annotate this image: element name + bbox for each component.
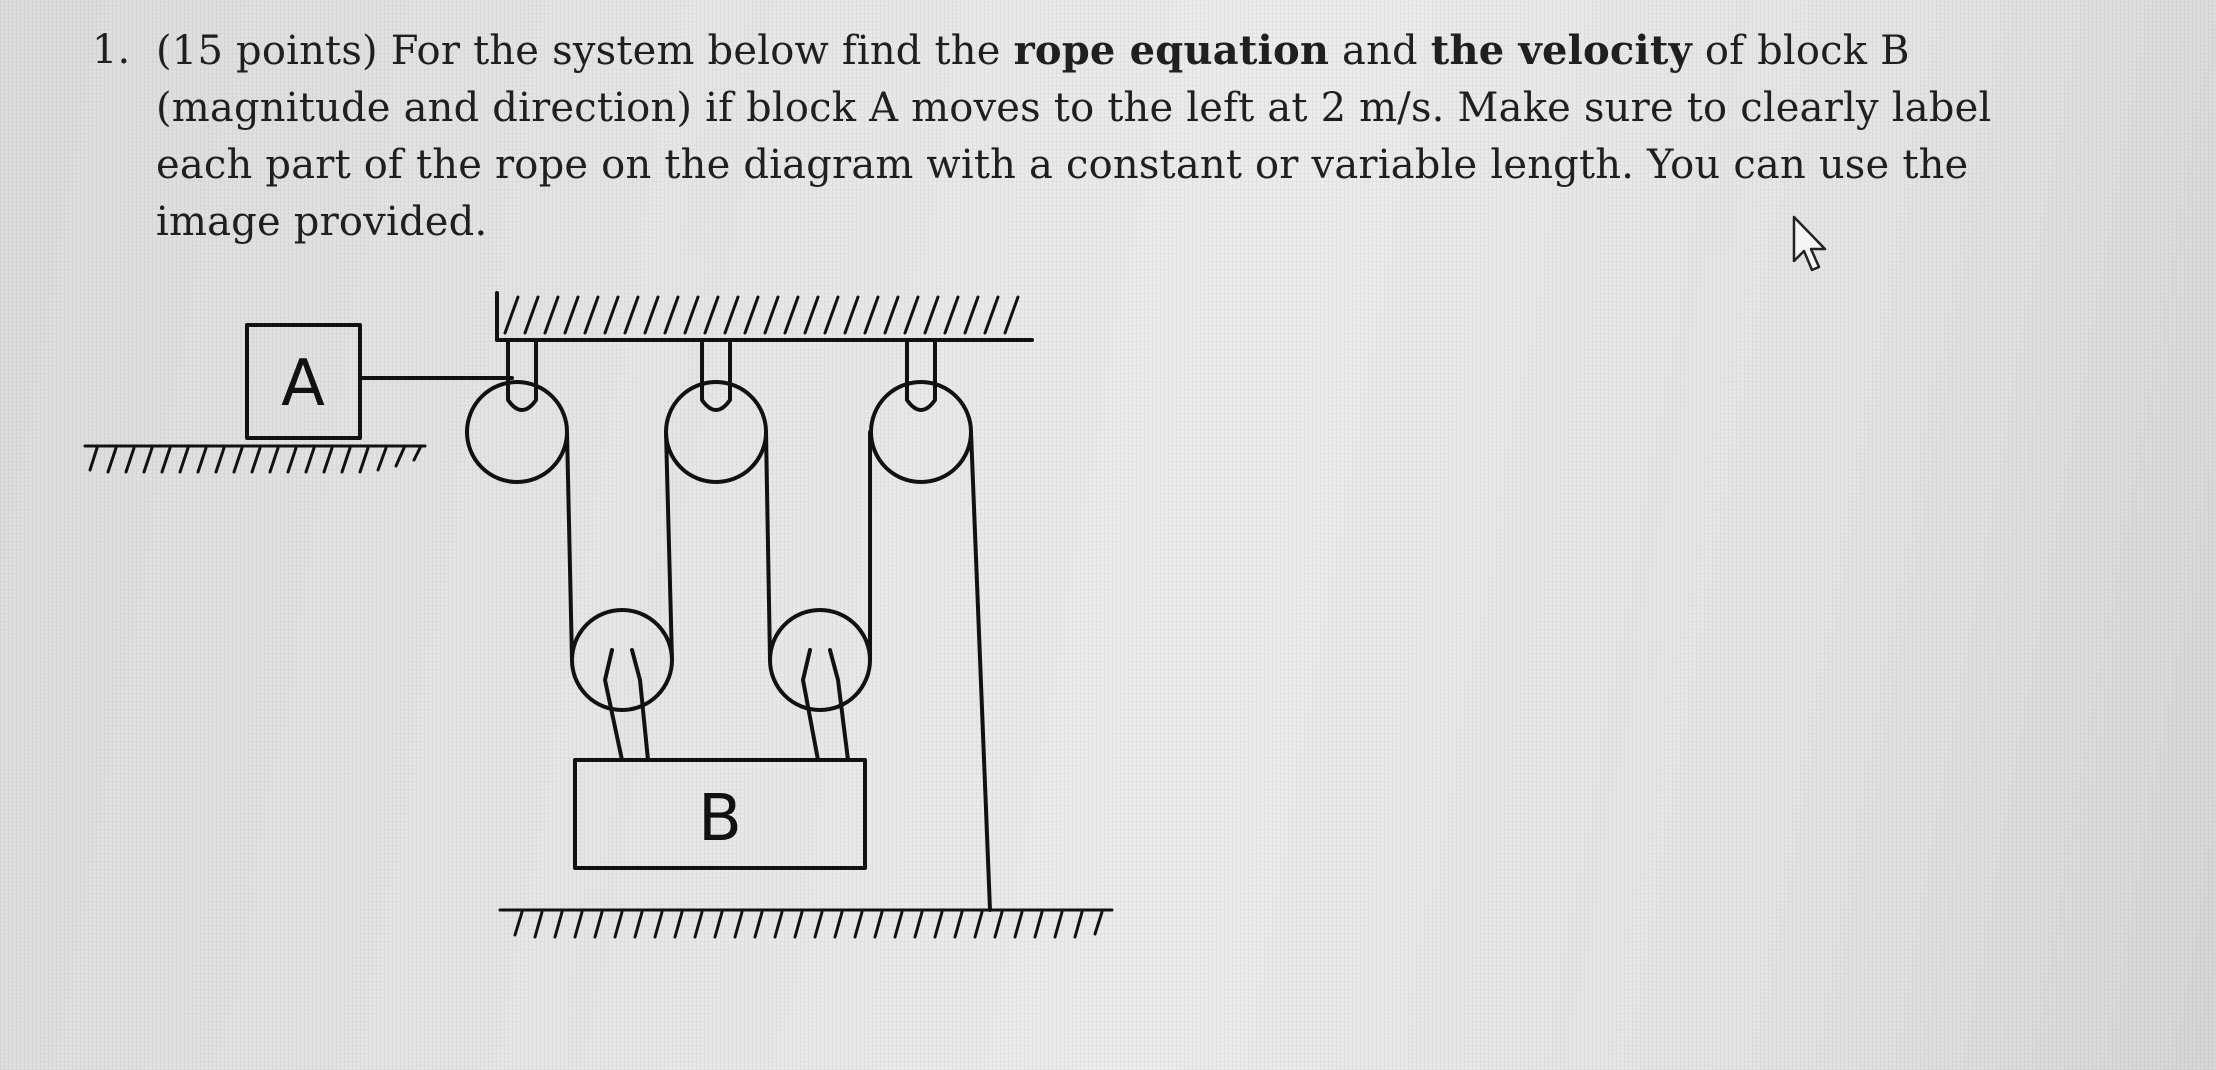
pulley-hanger-3 [905, 338, 937, 412]
problem-points: (15 points) [156, 28, 378, 74]
pulley-hanger-2 [700, 338, 732, 412]
block-b [573, 758, 867, 870]
block-a-label: A [281, 347, 325, 421]
moving-pulley-hanger-1 [603, 648, 650, 762]
rope-segment-2 [664, 430, 674, 662]
rope-segment-1 [565, 430, 574, 662]
block-b-label: B [698, 782, 742, 856]
mouse-pointer-icon [1792, 215, 1827, 272]
fixed-pulley-1 [465, 380, 569, 484]
pulley-hanger-1 [506, 338, 538, 412]
problem-text-part-1: For the system below find the [377, 28, 1014, 74]
problem-bold-rope-equation: rope equation [1013, 27, 1330, 74]
moving-pulley-2 [768, 608, 872, 712]
problem-text-part-3: of block B (magnitude and direction) if … [156, 28, 1992, 245]
problem-text-part-2: and [1329, 28, 1431, 74]
bottom-floor [498, 908, 1114, 939]
moving-pulley-hanger-2 [801, 648, 850, 762]
problem-bold-velocity: the velocity [1430, 27, 1692, 74]
problem-text: (15 points) For the system below find th… [156, 22, 2076, 251]
fixed-pulley-2 [664, 380, 768, 484]
rope-segment-3 [764, 430, 772, 662]
ceiling-support [495, 291, 1034, 342]
left-floor [83, 444, 427, 474]
problem-statement: 1. (15 points) For the system below find… [92, 22, 1992, 251]
fixed-pulley-3 [869, 380, 973, 484]
moving-pulley-1 [570, 608, 674, 712]
rope-segment-5-to-ground [969, 430, 992, 912]
problem-number: 1. [92, 27, 131, 73]
block-a [245, 323, 362, 440]
